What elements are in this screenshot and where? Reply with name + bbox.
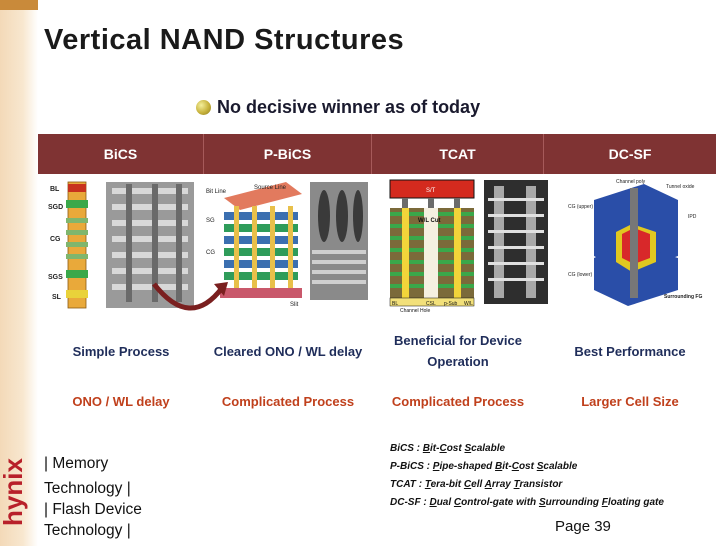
pros-dcsf: Best Performance [574,343,686,359]
legend-line-tcat: TCAT : Tera-bit Cell Array Transistor [390,479,563,490]
pbics-label-cg: CG [206,250,215,256]
footer-technology-1: Technology | [44,480,131,497]
pbics-label-sg: SG [206,218,215,224]
legend-line-dcsf: DC-SF : Dual Control-gate with Surroundi… [390,497,664,508]
pbics-label-sourceline: Source Line [254,185,287,191]
pros-row: Simple Process Cleared ONO / WL delay Be… [38,328,716,374]
subtitle-text: No decisive winner as of today [217,97,481,117]
bics-label-sgd: SGD [48,204,63,211]
dcsf-label-fg: Surrounding FG [664,294,702,300]
tcat-label-wlcut: W/L Cut [418,218,441,224]
dcsf-label-cg-upper: CG (upper) [568,204,593,210]
subtitle: No decisive winner as of today [196,97,480,118]
tcat-structure-figure: S/T W/L Cut BL CSL p-Sub W/L Channel Hol… [389,179,548,314]
hynix-logo: hynix [2,458,28,526]
legend-abbr: DC-SF : [390,497,430,508]
footer-technology-2: Technology | [44,522,131,539]
pros-tcat: Beneficial for Device Operation [394,333,522,369]
curved-arrow-icon [152,282,228,311]
dcsf-label-tunnel: Tunnel oxide [666,184,695,190]
footer-flash-device: | Flash Device [44,501,142,518]
brand-text: hynix [2,458,28,526]
pros-bics: Simple Process [72,343,170,359]
tcat-label-st: S/T [426,188,436,194]
bics-label-sl: SL [52,294,62,301]
bics-label-cg: CG [50,236,61,243]
comparison-header: BiCS P-BiCS TCAT DC-SF [38,134,716,174]
cons-bics: ONO / WL delay [72,393,170,409]
structure-figures: BL SGD CG SGS SL Bit Line Source Line SG… [38,174,716,324]
column-header-bics: BiCS [38,134,204,174]
column-header-tcat: TCAT [372,134,544,174]
legend-abbr: TCAT : [390,479,425,490]
legend-abbr: BiCS : [390,443,423,454]
tcat-label-wl: W/L [464,301,473,307]
column-header-dcsf: DC-SF [608,146,652,162]
footer-memory: | Memory [44,455,109,472]
cons-row: ONO / WL delay Complicated Process Compl… [38,378,716,424]
legend-abbr: P-BiCS : [390,461,433,472]
top-accent-bar [0,0,38,10]
column-header-pbics: P-BiCS [204,134,372,174]
bullet-icon [196,100,211,115]
tcat-label-csl: CSL [426,301,436,307]
dcsf-label-channel: Channel poly [616,179,646,185]
legend-line-pbics: P-BiCS : Pipe-shaped Bit-Cost Scalable [390,461,578,472]
bics-label-sgs: SGS [48,274,63,281]
tcat-label-bl: BL [392,301,398,307]
cons-dcsf: Larger Cell Size [581,393,679,409]
legend-line-bics: BiCS : Bit-Cost Scalable [390,443,506,454]
tcat-label-channel: Channel Hole [400,308,431,314]
pbics-label-slit: Slit [290,302,299,308]
dcsf-structure-figure: Channel poly Tunnel oxide CG (upper) IPD… [568,179,702,306]
pros-pbics: Cleared ONO / WL delay [213,343,363,359]
bics-label-bl: BL [50,186,60,193]
pbics-label-bitline: Bit Line [206,189,227,195]
left-decor-stripe [0,0,38,546]
page-number: Page 39 [555,518,611,535]
dcsf-label-cg-lower: CG (lower) [568,272,593,278]
cons-tcat: Complicated Process [391,393,525,409]
tcat-label-psub: p-Sub [444,301,458,307]
dcsf-label-ipd: IPD [688,214,697,220]
bics-structure-figure: BL SGD CG SGS SL [48,181,194,309]
acronym-legend: BiCS : Bit-Cost Scalable P-BiCS : Pipe-s… [390,440,664,512]
pbics-structure-figure: Bit Line Source Line SG CG Slit [206,182,368,308]
slide-title: Vertical NAND Structures [44,24,405,56]
cons-pbics: Complicated Process [221,393,355,409]
